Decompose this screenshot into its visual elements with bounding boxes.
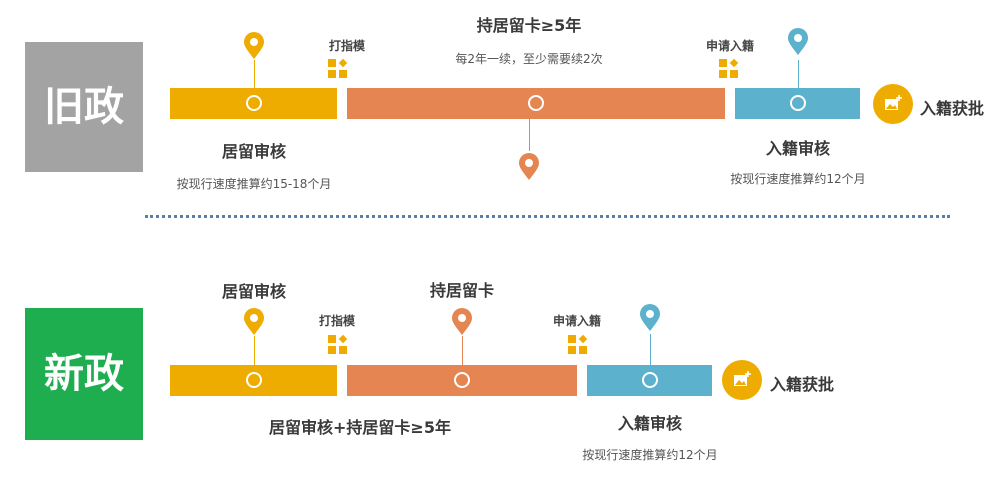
- new-combined-title: 居留审核+持居留卡≥5年: [269, 418, 451, 437]
- new-stage2-bar: [347, 365, 577, 396]
- divider: [145, 215, 950, 218]
- location-pin-icon: [787, 28, 809, 56]
- new-stage1-title: 居留审核: [221, 282, 287, 301]
- old-stage1-bar: [170, 88, 337, 119]
- new-stage3-note: 按现行速度推算约12个月: [582, 448, 718, 462]
- image-icon: [722, 360, 762, 400]
- new-stage2-title: 持居留卡: [429, 281, 495, 300]
- old-stage1-note: 按现行速度推算约15-18个月: [176, 177, 332, 191]
- new-stage3-title: 入籍审核: [617, 414, 683, 433]
- new-policy-label: 新政: [25, 308, 143, 440]
- location-pin-icon: [451, 308, 473, 336]
- new-result: 入籍获批: [770, 375, 835, 394]
- old-stage2-bar: [347, 88, 725, 119]
- image-icon: [873, 84, 913, 124]
- old-stage2-note: 每2年一续，至少需要续2次: [455, 52, 603, 66]
- location-pin-icon: [639, 304, 661, 332]
- apps-grid-icon: [327, 334, 349, 356]
- apply-label: 申请入籍: [705, 39, 755, 53]
- old-policy-label: 旧政: [25, 42, 143, 172]
- old-result: 入籍获批: [920, 99, 985, 118]
- location-pin-icon: [518, 153, 540, 181]
- old-stage3-note: 按现行速度推算约12个月: [730, 172, 866, 186]
- old-stage3-title: 入籍审核: [765, 139, 831, 158]
- apply-label: 申请入籍: [552, 314, 602, 328]
- apps-grid-icon: [567, 334, 589, 356]
- new-stage3-bar: [587, 365, 712, 396]
- location-pin-icon: [243, 32, 265, 60]
- old-stage3-bar: [735, 88, 860, 119]
- old-stage1-title: 居留审核: [221, 142, 287, 161]
- fingerprint-label: 打指模: [318, 314, 356, 328]
- new-stage1-bar: [170, 365, 337, 396]
- apps-grid-icon: [327, 58, 349, 80]
- apps-grid-icon: [718, 58, 740, 80]
- location-pin-icon: [243, 308, 265, 336]
- fingerprint-label: 打指模: [328, 39, 366, 53]
- old-stage2-title: 持居留卡≥5年: [476, 16, 582, 35]
